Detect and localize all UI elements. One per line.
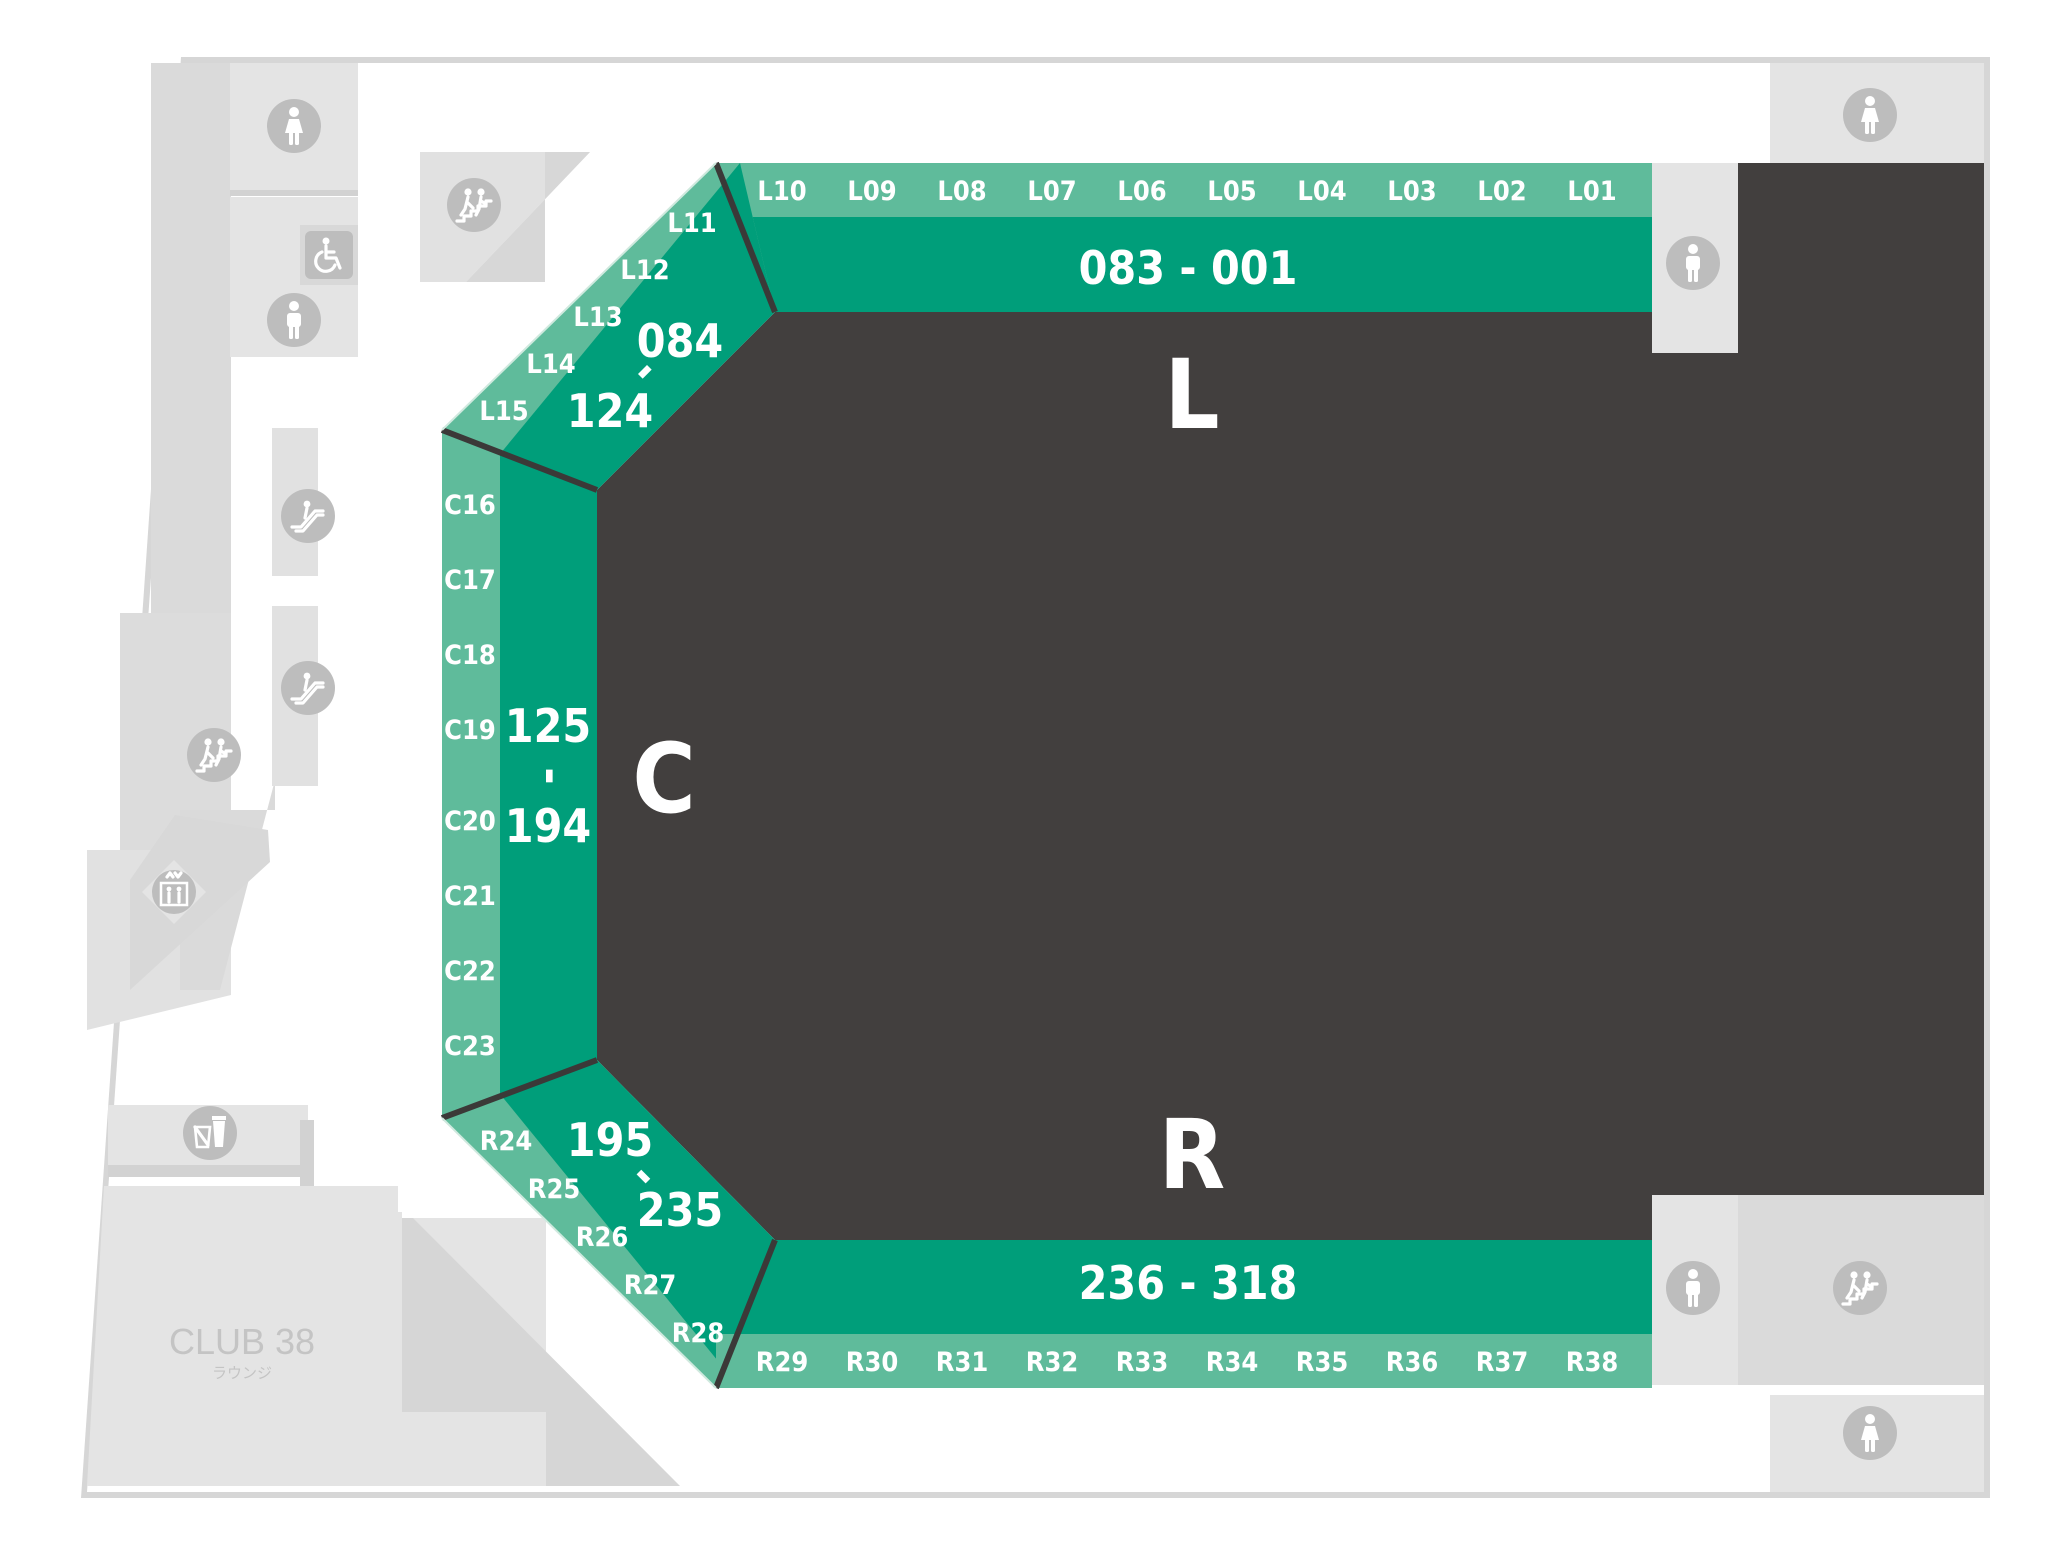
range-center-top: 125 xyxy=(505,699,591,753)
row-label-top: L06 xyxy=(1117,176,1166,207)
zone-letter-r: R xyxy=(1159,1099,1226,1211)
row-label-center: C21 xyxy=(444,881,496,912)
row-labels-center: C16 C17 C18 C19 C20 C21 C22 C23 xyxy=(444,490,496,1062)
zone-letter-l: L xyxy=(1164,339,1219,451)
stairs-icon xyxy=(185,726,243,784)
restroom-divider xyxy=(230,190,358,196)
row-label-top-corner: L13 xyxy=(573,302,622,333)
drink-counter-icon xyxy=(181,1104,239,1162)
lounge-diagonal-wall xyxy=(402,1218,680,1486)
divider-corner-left-edge xyxy=(441,162,717,431)
range-right-main: 236 - 318 xyxy=(1079,1256,1298,1310)
range-left-corner-bottom: 124 xyxy=(567,384,653,438)
row-label-bottom: R33 xyxy=(1116,1347,1169,1378)
escalator-icon xyxy=(279,659,337,717)
seat-block-center xyxy=(500,454,597,1094)
stairs-block-upper-left-shade xyxy=(466,152,590,282)
female-restroom-icon xyxy=(267,99,321,153)
range-center-bottom: 194 xyxy=(505,799,591,853)
female-restroom-icon xyxy=(1843,1406,1897,1460)
row-labels-top: L10 L09 L08 L07 L06 L05 L04 L03 L02 L01 xyxy=(757,176,1616,207)
row-label-top: L09 xyxy=(847,176,896,207)
seat-block-right-corner xyxy=(500,1060,775,1388)
row-label-top: L08 xyxy=(937,176,986,207)
row-label-bottom: R32 xyxy=(1026,1347,1079,1378)
row-label-bottom: R30 xyxy=(846,1347,899,1378)
row-label-bottom-corner: R28 xyxy=(672,1318,725,1349)
row-label-center: C23 xyxy=(444,1031,496,1062)
male-restroom-icon xyxy=(1666,1261,1720,1315)
divider-right-corner xyxy=(713,1238,778,1390)
row-label-bottom-corner: R25 xyxy=(528,1174,581,1205)
stairs-icon xyxy=(1831,1259,1889,1317)
zone-letter-c: C xyxy=(632,723,695,835)
row-label-top: L01 xyxy=(1567,176,1616,207)
seat-row-strip-right-bottom xyxy=(716,1334,1652,1388)
row-label-bottom: R29 xyxy=(756,1347,809,1378)
range-left-corner-top: 084 xyxy=(637,314,723,368)
row-label-top: L05 xyxy=(1207,176,1256,207)
row-label-top: L07 xyxy=(1027,176,1076,207)
female-restroom-icon xyxy=(1843,88,1897,142)
divider-left-center xyxy=(440,427,599,493)
row-label-center: C22 xyxy=(444,956,496,987)
row-label-center: C17 xyxy=(444,565,496,596)
row-label-top: L04 xyxy=(1297,176,1346,207)
row-label-top-corner: L15 xyxy=(479,396,528,427)
row-label-bottom-corner: R27 xyxy=(624,1270,677,1301)
escalator-icon xyxy=(279,487,337,545)
seat-block-left-main xyxy=(722,217,1652,312)
service-block-left-top xyxy=(151,63,231,613)
row-labels-bottom-corner: R24 R25 R26 R27 R28 xyxy=(480,1126,725,1349)
seat-row-strip-left-top xyxy=(716,163,1652,217)
accessible-restroom-icon xyxy=(303,229,355,281)
range-left-main: 083 - 001 xyxy=(1079,241,1298,295)
row-labels-bottom: R29 R30 R31 R32 R33 R34 R35 R36 R37 R38 xyxy=(756,1347,1619,1378)
stage-side-block-right xyxy=(1738,163,1984,353)
row-label-bottom: R31 xyxy=(936,1347,989,1378)
row-label-top: L03 xyxy=(1387,176,1436,207)
club-38-lounge xyxy=(87,1186,402,1486)
seat-block-right-main xyxy=(722,1240,1652,1334)
row-label-bottom-corner: R26 xyxy=(576,1222,629,1253)
row-label-bottom-corner: R24 xyxy=(480,1126,533,1157)
male-restroom-icon xyxy=(267,293,321,347)
range-right-corner-bottom: 235 xyxy=(637,1183,723,1237)
row-label-center: C18 xyxy=(444,640,496,671)
elevator-diagonal-block xyxy=(130,815,270,990)
row-label-center: C20 xyxy=(444,806,496,837)
drink-counter-strip xyxy=(108,1165,308,1177)
seat-block-left-corner xyxy=(500,163,775,490)
row-label-top-corner: L12 xyxy=(620,255,669,286)
arena-floor xyxy=(597,312,1984,1240)
row-labels-top-corner: L11 L12 L13 L14 L15 xyxy=(479,208,716,427)
row-label-top-corner: L11 xyxy=(667,208,716,239)
stairs-icon xyxy=(445,176,503,234)
row-label-top: L02 xyxy=(1477,176,1526,207)
seat-row-strip-center xyxy=(442,430,500,1118)
range-right-corner-top: 195 xyxy=(567,1113,653,1167)
row-label-bottom: R37 xyxy=(1476,1347,1529,1378)
lounge-name: CLUB 38 xyxy=(169,1321,315,1362)
row-label-bottom: R38 xyxy=(1566,1347,1619,1378)
row-label-center: C16 xyxy=(444,490,496,521)
divider-left-corner xyxy=(713,161,778,314)
row-label-bottom: R35 xyxy=(1296,1347,1349,1378)
lounge-subtitle: ラウンジ xyxy=(212,1364,272,1382)
row-label-top-corner: L14 xyxy=(526,349,575,380)
counter-wall xyxy=(300,1120,314,1190)
row-label-top: L10 xyxy=(757,176,806,207)
range-center-dash: - xyxy=(525,767,579,784)
male-restroom-icon xyxy=(1666,236,1720,290)
row-label-center: C19 xyxy=(444,715,496,746)
divider-corner-right-edge xyxy=(441,1117,717,1389)
divider-center-right xyxy=(440,1057,599,1121)
row-label-bottom: R34 xyxy=(1206,1347,1259,1378)
row-label-bottom: R36 xyxy=(1386,1347,1439,1378)
